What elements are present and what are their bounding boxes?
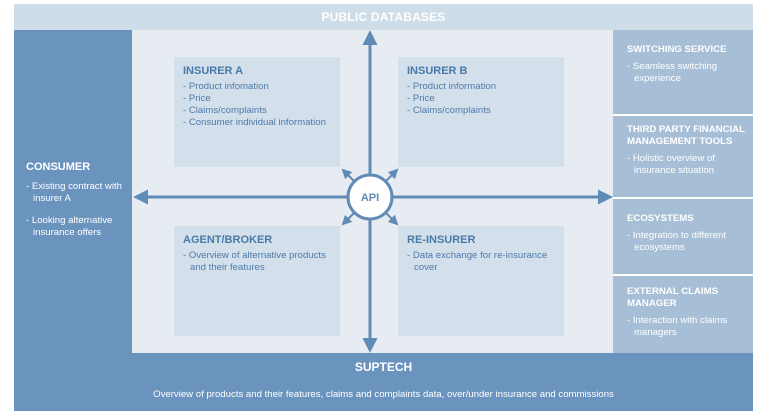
suptech-bar: SUPTECH Overview of products and their f… — [14, 353, 753, 411]
re-insurer-title: RE-INSURER — [407, 234, 476, 246]
agent-broker-list: - Overview of alternative products and t… — [183, 250, 332, 274]
insurer-b-box: INSURER B - Product information - Price … — [398, 57, 564, 167]
financial-tools-item: - Holistic overview of insurance situati… — [627, 153, 715, 176]
claims-manager-panel: EXTERNAL CLAIMS MANAGER - Interaction wi… — [613, 276, 753, 353]
insurer-b-item: - Price — [407, 93, 435, 104]
insurer-a-item: - Claims/complaints — [183, 105, 267, 116]
financial-tools-title: THIRD PARTY FINANCIAL MANAGEMENT TOOLS — [627, 124, 745, 147]
switching-service-list: - Seamless switching experience — [627, 61, 747, 84]
consumer-title: CONSUMER — [26, 161, 91, 173]
re-insurer-list: - Data exchange for re-insurance cover — [407, 250, 556, 274]
insurer-a-list: - Product infomation - Price - Claims/co… — [183, 81, 332, 129]
agent-broker-title: AGENT/BROKER — [183, 234, 273, 246]
consumer-panel: CONSUMER - Existing contract with insure… — [14, 30, 132, 353]
financial-tools-list: - Holistic overview of insurance situati… — [627, 153, 747, 176]
api-label: API — [361, 192, 379, 204]
insurer-b-list: - Product information - Price - Claims/c… — [407, 81, 556, 117]
insurer-b-item: - Claims/complaints — [407, 105, 491, 116]
switching-service-title: SWITCHING SERVICE — [627, 44, 727, 55]
insurer-b-title: INSURER B — [407, 65, 468, 77]
insurer-a-item: - Product infomation — [183, 81, 269, 92]
insurer-a-item: - Price — [183, 93, 211, 104]
financial-tools-panel: THIRD PARTY FINANCIAL MANAGEMENT TOOLS -… — [613, 116, 753, 197]
consumer-list: - Existing contract with insurer A - Loo… — [26, 181, 124, 238]
suptech-description: Overview of products and their features,… — [153, 389, 614, 400]
re-insurer-item: - Data exchange for re-insurance cover — [407, 250, 548, 273]
insurer-a-box: INSURER A - Product infomation - Price -… — [174, 57, 340, 167]
claims-manager-title: EXTERNAL CLAIMS MANAGER — [627, 286, 718, 309]
agent-broker-item: - Overview of alternative products and t… — [183, 250, 326, 273]
insurer-b-item: - Product information — [407, 81, 497, 92]
ecosystems-list: - Integration to different ecosystems — [627, 230, 747, 253]
ecosystems-item: - Integration to different ecosystems — [627, 230, 727, 253]
api-hub — [346, 173, 394, 221]
public-databases-bar: PUBLIC DATABASES — [14, 4, 753, 30]
suptech-title: SUPTECH — [354, 360, 413, 374]
consumer-item: - Existing contract with insurer A — [26, 181, 122, 204]
switching-service-panel: SWITCHING SERVICE - Seamless switching e… — [613, 30, 753, 114]
switching-service-item: - Seamless switching experience — [627, 61, 718, 84]
insurer-a-title: INSURER A — [183, 65, 244, 77]
re-insurer-box: RE-INSURER - Data exchange for re-insura… — [398, 226, 564, 336]
agent-broker-box: AGENT/BROKER - Overview of alternative p… — [174, 226, 340, 336]
claims-manager-list: - Interaction with claims managers — [627, 315, 747, 338]
ecosystems-title: ECOSYSTEMS — [627, 213, 694, 224]
insurer-a-item: - Consumer individual information — [183, 117, 326, 128]
claims-manager-item: - Interaction with claims managers — [627, 315, 728, 338]
consumer-item: - Looking alternative insurance offers — [26, 215, 113, 238]
ecosystems-panel: ECOSYSTEMS - Integration to different ec… — [613, 199, 753, 274]
public-databases-label: PUBLIC DATABASES — [321, 10, 446, 24]
